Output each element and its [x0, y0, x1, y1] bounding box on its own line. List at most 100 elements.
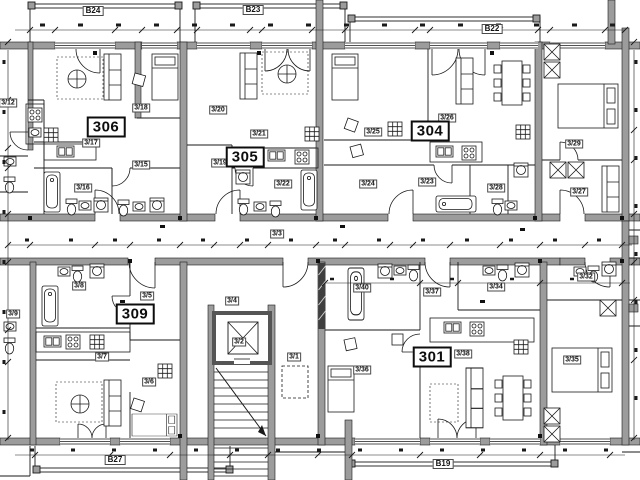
- sink-icon: [57, 266, 71, 277]
- cabinet-icon: [513, 339, 529, 355]
- stove-icon: [27, 107, 43, 123]
- sink-icon: [3, 156, 17, 167]
- stove-icon: [469, 321, 485, 337]
- column-marks: [28, 51, 624, 438]
- cabinet-icon: [89, 334, 105, 350]
- room-label: 3/2: [232, 337, 246, 347]
- room-label: 3/38: [454, 349, 472, 359]
- washer-icon: [235, 169, 251, 185]
- washer-icon: [377, 263, 393, 279]
- washer-icon: [93, 197, 109, 213]
- room-label: 3/6: [142, 377, 156, 387]
- room-label: 3/37: [423, 287, 441, 297]
- room-label: 3/12: [0, 98, 17, 108]
- kitchen-sink-icon: [267, 149, 286, 162]
- round-table-icon: [70, 394, 90, 414]
- duct-shaft: [318, 263, 326, 329]
- wardrobe-icon: [543, 407, 561, 425]
- cabinet-icon: [515, 124, 531, 140]
- window-glyphs: [55, 42, 610, 445]
- washer-icon: [514, 262, 530, 278]
- bed-icon: [331, 53, 359, 101]
- room-label: 3/5: [140, 291, 154, 301]
- room-label: 3/34: [487, 282, 505, 292]
- toilet-icon: [3, 176, 16, 194]
- cabinet-icon: [43, 127, 59, 143]
- apartment-label-305: 305: [225, 146, 265, 168]
- sink-icon: [28, 127, 42, 138]
- chair-icon: [391, 333, 404, 346]
- room-label: 3/20: [209, 105, 227, 115]
- chair-icon: [131, 72, 147, 87]
- round-table-icon: [277, 64, 297, 84]
- toilet-icon: [407, 264, 420, 282]
- room-label: 3/7: [95, 352, 109, 362]
- sink-icon: [393, 265, 407, 276]
- room-label: 3/16: [74, 183, 92, 193]
- toilet-icon: [117, 199, 130, 217]
- balcony-label-b19: B19: [432, 459, 454, 469]
- sink-icon: [504, 200, 518, 211]
- room-label: 3/18: [132, 103, 150, 113]
- toilet-icon: [65, 198, 78, 216]
- kitchen-sink-icon: [43, 335, 62, 348]
- room-label: 3/4: [225, 296, 239, 306]
- kitchen-sink-icon: [56, 145, 75, 158]
- sink-icon: [78, 200, 92, 211]
- toilet-icon: [71, 265, 84, 283]
- balcony-label-b24: B24: [82, 6, 104, 16]
- room-label: 3/8: [72, 281, 86, 291]
- stove-icon: [294, 149, 310, 165]
- sofa-icon: [103, 379, 122, 427]
- toilet-icon: [491, 198, 504, 216]
- sofa-icon: [455, 57, 474, 105]
- room-label: 3/29: [565, 139, 583, 149]
- toilet-icon: [237, 198, 250, 216]
- rug-outline: [429, 383, 459, 423]
- sofa-icon: [465, 367, 484, 429]
- bathtub-icon: [43, 171, 61, 213]
- wardrobe-icon: [549, 161, 567, 179]
- room-label: 3/35: [563, 355, 581, 365]
- sofa-icon: [103, 53, 122, 101]
- cabinet-icon: [304, 126, 320, 142]
- wardrobe-icon: [543, 61, 561, 79]
- bed-icon: [327, 365, 355, 413]
- room-label: 3/1: [287, 352, 301, 362]
- room-label: 3/15: [132, 160, 150, 170]
- room-label: 3/23: [418, 177, 436, 187]
- chair-icon: [343, 117, 359, 133]
- wardrobe-icon: [599, 299, 617, 317]
- stairs: [214, 367, 268, 477]
- wardrobe-icon: [567, 161, 585, 179]
- furniture: [3, 43, 620, 443]
- washer-icon: [601, 261, 617, 277]
- kitchen-sink-icon: [443, 321, 462, 334]
- bed-icon: [557, 83, 619, 129]
- bathtub-icon: [435, 195, 477, 213]
- bed-icon: [151, 53, 179, 101]
- room-label: 3/28: [487, 183, 505, 193]
- apartment-label-304: 304: [410, 120, 450, 142]
- room-label: 3/36: [353, 365, 371, 375]
- toilet-icon: [3, 337, 16, 355]
- room-label: 3/32: [577, 272, 595, 282]
- room-label: 3/3: [270, 229, 284, 239]
- bed-icon: [131, 413, 178, 437]
- room-label: 3/24: [359, 179, 377, 189]
- room-label: 3/17: [82, 138, 100, 148]
- sink-icon: [3, 321, 17, 332]
- room-label: 3/21: [250, 129, 268, 139]
- bathtub-icon: [347, 267, 365, 321]
- balcony-label-b22: B22: [481, 24, 503, 34]
- round-table-icon: [67, 69, 87, 89]
- sink-icon: [482, 265, 496, 276]
- stove-icon: [461, 145, 477, 161]
- washer-icon: [89, 263, 105, 279]
- kitchen-counter: [43, 143, 97, 161]
- chair-icon: [130, 397, 145, 413]
- room-label: 3/40: [353, 283, 371, 293]
